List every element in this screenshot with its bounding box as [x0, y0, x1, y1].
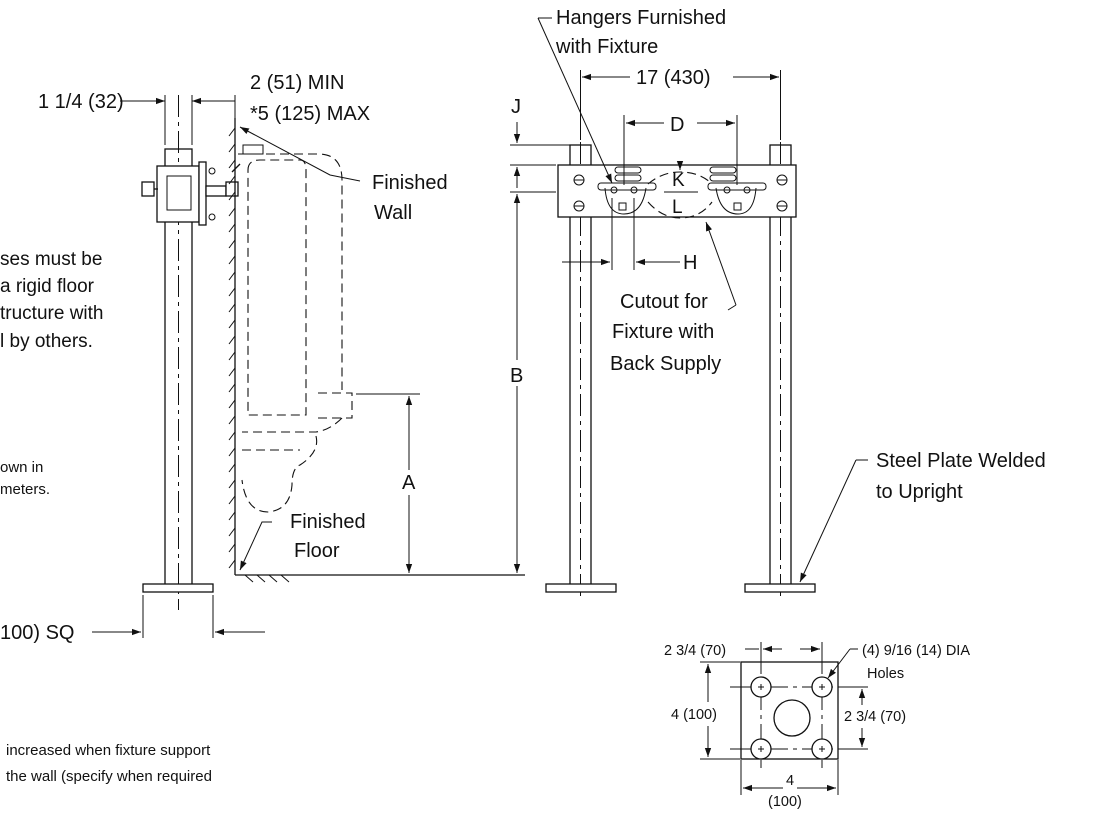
steel-plate-label-1: Steel Plate Welded	[876, 450, 1046, 472]
front-view: 17 (430) Hangers Furnished with Fixture …	[510, 7, 1046, 600]
detail-dim-left: 4 (100)	[671, 707, 717, 723]
cross-member	[557, 164, 797, 218]
note-line-3: tructure with	[0, 303, 103, 324]
fixture-outline-hidden	[238, 144, 353, 513]
detail-holes-label-1: (4) 9/16 (14) DIA	[862, 643, 970, 659]
dim-B: B	[510, 365, 523, 387]
note-line-1: ses must be	[0, 249, 102, 270]
cutout-label-3: Back Supply	[610, 353, 721, 375]
side-view: 1 1/4 (32) 2 (51) MIN *5 (125) MAX Finis…	[0, 72, 525, 644]
front-base-plate-left	[545, 583, 617, 593]
dim-J: J	[511, 96, 521, 118]
finished-wall-label-1: Finished	[372, 172, 448, 194]
note-line-4: l by others.	[0, 331, 93, 352]
dim-A: A	[402, 472, 416, 494]
detail-center-hole	[773, 699, 811, 737]
units-line-1: own in	[0, 459, 43, 476]
detail-holes-label-2: Holes	[867, 666, 904, 682]
dim-wall-max: *5 (125) MAX	[250, 103, 370, 125]
dim-L: L	[672, 197, 683, 218]
dim-D: D	[670, 114, 684, 136]
dim-plate-square: 100) SQ	[0, 622, 74, 644]
base-plate-detail: 2 3/4 (70) (4) 9/16 (14) DIA Holes 4 (10…	[664, 642, 970, 810]
side-base-plate	[142, 583, 214, 593]
dim-wall-min: 2 (51) MIN	[250, 72, 344, 94]
dim-upright-width: 1 1/4 (32)	[38, 91, 124, 113]
dim-H: H	[683, 252, 697, 274]
cutout-label-2: Fixture with	[612, 321, 714, 343]
side-bracket	[156, 165, 200, 223]
detail-dim-top: 2 3/4 (70)	[664, 643, 726, 659]
finished-floor-label-2: Floor	[294, 540, 340, 562]
units-line-2: meters.	[0, 481, 50, 498]
footnote-line-1: increased when fixture support	[6, 742, 211, 759]
steel-plate-label-2: to Upright	[876, 481, 963, 503]
detail-dim-bottom-1: 4	[786, 773, 794, 789]
finished-wall-label-2: Wall	[374, 202, 412, 224]
detail-dim-bottom-2: (100)	[768, 794, 802, 810]
cutout-label-1: Cutout for	[620, 291, 708, 313]
dim-17-430: 17 (430)	[636, 67, 711, 89]
front-base-plate-right	[744, 583, 816, 593]
wall-hatching	[228, 127, 236, 569]
hangers-label-1: Hangers Furnished	[556, 7, 726, 29]
left-note: ses must be a rigid floor tructure with …	[0, 249, 103, 352]
detail-dim-right: 2 3/4 (70)	[844, 709, 906, 725]
units-note: own in meters.	[0, 459, 50, 498]
note-line-2: a rigid floor	[0, 276, 95, 297]
footnote: increased when fixture support the wall …	[6, 742, 212, 785]
dim-K: K	[672, 170, 685, 191]
finished-floor-label-1: Finished	[290, 511, 366, 533]
hangers-label-2: with Fixture	[555, 36, 658, 58]
hanger-left	[597, 166, 657, 215]
footnote-line-2: the wall (specify when required	[6, 768, 212, 785]
